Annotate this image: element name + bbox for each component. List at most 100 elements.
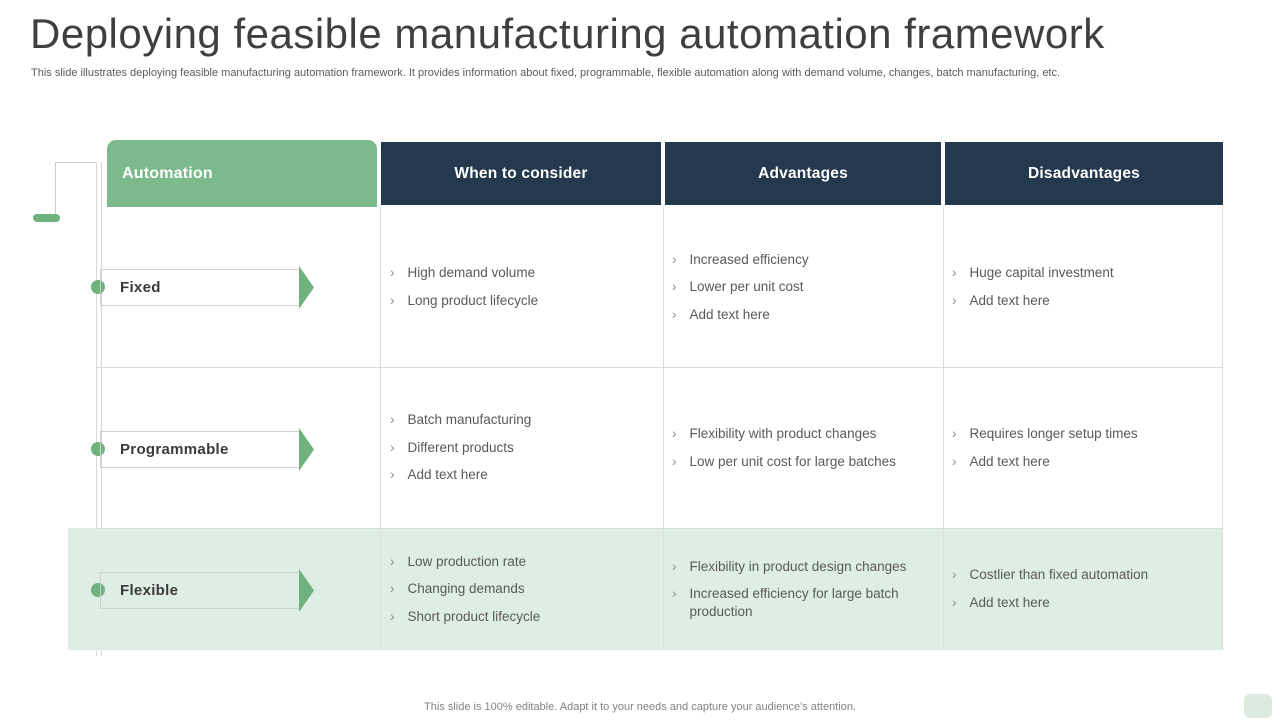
chevron-bullet-icon: › — [672, 425, 677, 441]
cell-fixed-advantages: ›Increased efficiency ›Lower per unit co… — [672, 207, 934, 367]
chevron-bullet-icon: › — [672, 586, 677, 602]
bullet-item: › Costlier than fixed automation — [952, 566, 1216, 584]
bullet-text: Flexibility in product design changes — [689, 558, 907, 574]
bullet-item: › Short product lifecycle — [390, 608, 655, 626]
bullet-item: › High demand volume — [390, 264, 655, 282]
bullet-text: High demand volume — [407, 265, 536, 281]
cell-programmable-when: › Batch manufacturing › Different products… — [390, 367, 655, 528]
bullet-item: › Huge capital investment — [952, 264, 1216, 282]
chevron-bullet-icon: › — [390, 608, 395, 624]
table-right-border — [1222, 207, 1223, 650]
column-header-disadvantages: Disadvantages — [945, 142, 1223, 205]
chevron-bullet-icon: › — [952, 453, 957, 469]
table-left-line-inner — [101, 162, 102, 656]
cell-fixed-when: › High demand volume › Long product lifecy… — [390, 207, 655, 367]
chevron-bullet-icon: › — [390, 412, 395, 428]
row-label-programmable: Programmable — [100, 431, 300, 468]
bullet-item: › Add text here — [952, 594, 1216, 612]
bullet-item: › Add text here — [672, 306, 934, 324]
row-label-flexible: Flexible — [100, 572, 300, 609]
corner-accent-shape — [1244, 694, 1272, 718]
chevron-bullet-icon: › — [952, 293, 957, 308]
column-divider — [663, 207, 664, 650]
row-bullet-dot — [91, 583, 105, 597]
row-bullet-dot — [91, 442, 105, 456]
column-header-automation: Automation — [107, 140, 377, 207]
bullet-text: Flexibility with product changes — [689, 425, 877, 441]
bullet-text: Add text here — [407, 467, 488, 483]
chevron-bullet-icon: › — [390, 581, 395, 597]
cell-flexible-when: › Low production rate › Changing demands ›… — [390, 528, 655, 650]
bullet-text: Short product lifecycle — [407, 608, 541, 624]
column-divider — [943, 207, 944, 650]
bullet-item: › Low per unit cost for large batches — [672, 453, 934, 471]
bullet-item: ›Increased efficiency — [672, 251, 934, 269]
chevron-bullet-icon: › — [952, 567, 957, 583]
footer-note: This slide is 100% editable. Adapt it to… — [424, 701, 856, 713]
bullet-text: Low per unit cost for large batches — [689, 453, 896, 469]
chevron-bullet-icon: › — [952, 595, 957, 610]
bullet-item: › Changing demands — [390, 580, 655, 598]
column-divider — [380, 207, 381, 650]
bullet-text: Add text here — [689, 306, 770, 322]
bullet-text: Changing demands — [407, 581, 525, 597]
highlight-band-flexible-row — [68, 528, 1223, 650]
bullet-item: › Low production rate — [390, 553, 655, 571]
bullet-text: Increased efficiency for large batch pro… — [689, 586, 899, 619]
arrow-right-icon — [299, 428, 314, 471]
cell-flexible-disadvantages: › Costlier than fixed automation › Add tex… — [952, 528, 1216, 650]
chevron-bullet-icon: › — [672, 558, 677, 574]
bullet-item: › Flexibility in product design changes — [672, 558, 934, 576]
cell-fixed-disadvantages: › Huge capital investment › Add text here — [952, 207, 1216, 367]
chevron-bullet-icon: › — [390, 553, 395, 569]
chevron-bullet-icon: › — [952, 265, 957, 281]
table-left-line-outer — [96, 162, 97, 656]
bullet-item: › Different products — [390, 439, 655, 457]
bullet-item: › Add text here — [952, 453, 1216, 471]
bullet-text: Requires longer setup times — [969, 425, 1138, 441]
row-divider — [96, 528, 1223, 529]
bullet-text: Different products — [407, 439, 514, 455]
bullet-text: Low production rate — [407, 553, 527, 569]
column-header-advantages: Advantages — [665, 142, 941, 205]
decorative-bracket-horizontal — [55, 162, 97, 163]
bullet-item: › Requires longer setup times — [952, 425, 1216, 443]
row-bullet-dot — [91, 280, 105, 294]
cell-programmable-advantages: › Flexibility with product changes › Low p… — [672, 367, 934, 528]
chevron-bullet-icon: › — [390, 293, 395, 308]
bullet-item: › Long product lifecycle — [390, 292, 655, 310]
decorative-bracket-vertical — [55, 162, 56, 215]
bullet-item: › Add text here — [390, 466, 655, 484]
bullet-text: Batch manufacturing — [407, 412, 532, 428]
row-divider — [96, 367, 1223, 368]
bullet-item: › Lower per unit cost — [672, 278, 934, 296]
chevron-bullet-icon: › — [390, 439, 395, 455]
chevron-bullet-icon: › — [390, 467, 395, 483]
chevron-bullet-icon: › — [952, 425, 957, 441]
bullet-text: Increased efficiency — [689, 251, 809, 267]
bullet-text: Lower per unit cost — [689, 279, 804, 295]
row-label-fixed: Fixed — [100, 269, 300, 306]
decorative-green-dash — [33, 214, 60, 222]
bullet-text: Add text here — [969, 453, 1050, 469]
bullet-text: Add text here — [969, 595, 1050, 610]
slide-subtitle: This slide illustrates deploying feasibl… — [31, 67, 1061, 79]
bullet-text: Costlier than fixed automation — [969, 567, 1149, 583]
cell-programmable-disadvantages: › Requires longer setup times › Add text h… — [952, 367, 1216, 528]
chevron-bullet-icon: › — [672, 279, 677, 295]
chevron-bullet-icon: › — [672, 453, 677, 469]
chevron-bullet-icon: › — [672, 306, 677, 322]
bullet-item: › Batch manufacturing — [390, 411, 655, 429]
column-header-when-to-consider: When to consider — [381, 142, 661, 205]
bullet-text: Long product lifecycle — [407, 293, 539, 308]
bullet-text: Huge capital investment — [969, 265, 1114, 281]
bullet-item: › Increased efficiency for large batch pr… — [672, 585, 934, 620]
page-title: Deploying feasible manufacturing automat… — [30, 10, 1105, 57]
bullet-text: Add text here — [969, 293, 1050, 308]
arrow-right-icon — [299, 266, 314, 309]
chevron-bullet-icon: › — [390, 265, 395, 281]
bullet-item: › Add text here — [952, 292, 1216, 310]
bullet-item: › Flexibility with product changes — [672, 425, 934, 443]
cell-flexible-advantages: › Flexibility in product design changes ›… — [672, 528, 934, 650]
